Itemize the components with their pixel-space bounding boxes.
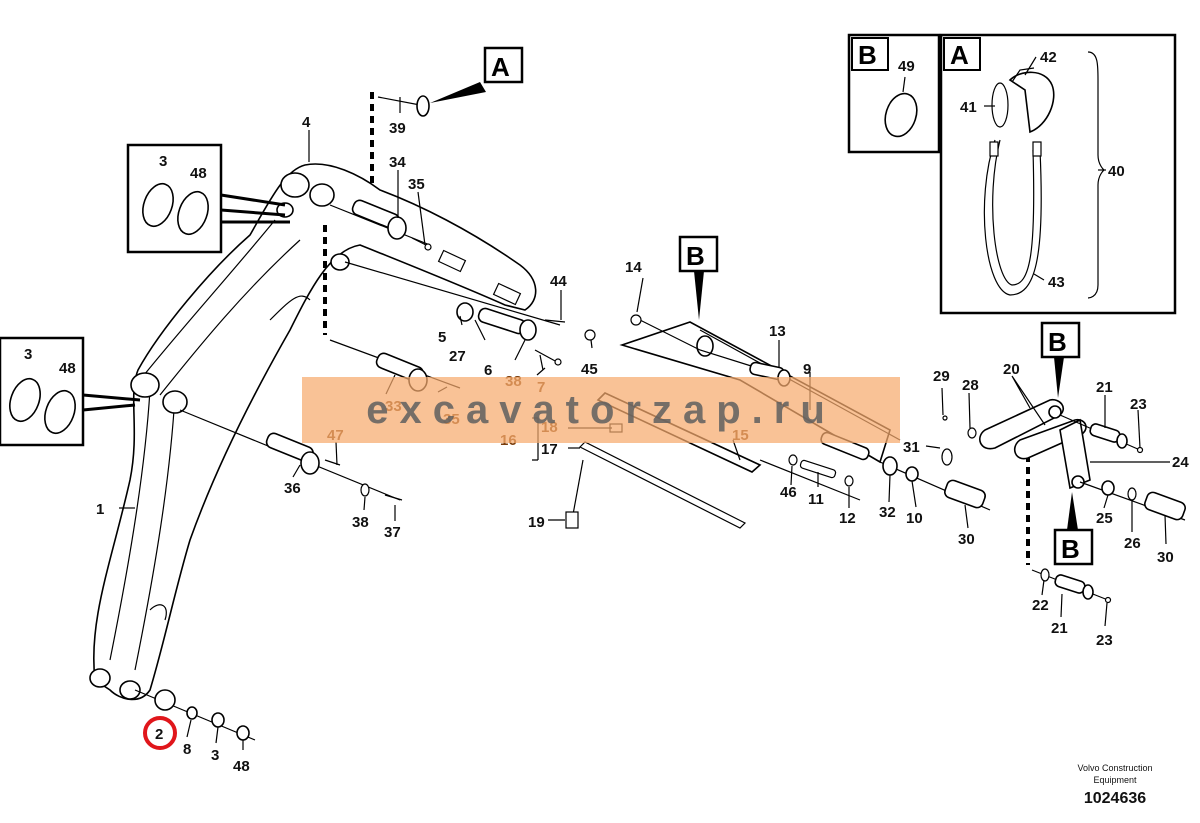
detail-box-b [847,33,941,154]
label-part-40: 40 [1108,163,1125,180]
label-part-37: 37 [384,524,401,541]
label-part-44: 44 [550,273,567,290]
detail-box-b-letter: B [858,40,877,70]
washer-callout-lower [0,336,141,447]
label-part-30-left: 30 [958,531,975,548]
label-part-9: 9 [803,361,811,378]
label-part-48-upper: 48 [190,165,207,182]
label-part-3-upper: 3 [159,153,167,170]
label-part-28: 28 [962,377,979,394]
callout-b-letter-3: B [1061,534,1080,564]
label-part-30-right: 30 [1157,549,1174,566]
label-part-41: 41 [960,99,977,116]
label-part-48-bottom: 48 [233,758,250,775]
callout-b-letter-2: B [1048,327,1067,357]
label-part-20: 20 [1003,361,1020,378]
document-number: 1024636 [1083,790,1147,807]
callout-b-link-bottom [1053,492,1094,566]
label-part-29: 29 [933,368,950,385]
label-part-43: 43 [1048,274,1065,291]
label-part-48-lower: 48 [59,360,76,377]
pin-assembly-foot [179,409,403,501]
detail-box-a [939,33,1177,315]
label-part-10: 10 [906,510,923,527]
callout-a-letter: A [491,52,510,82]
label-part-35-upper: 35 [408,176,425,193]
link-pin-assembly-left [879,448,991,511]
label-part-27: 27 [449,348,466,365]
label-part-3-bottom: 3 [211,747,219,764]
publisher-label: Volvo Construction Equipment [1077,763,1153,785]
label-part-25: 25 [1096,510,1113,527]
callout-a-main [430,46,524,103]
label-part-22: 22 [1032,597,1049,614]
label-part-3-lower: 3 [24,346,32,363]
callout-b-shield [678,235,719,320]
pin-assembly-mid [344,261,596,366]
label-part-8: 8 [183,741,191,758]
pin-assembly-upper [329,95,432,251]
label-part-32: 32 [879,504,896,521]
label-part-6: 6 [484,362,492,379]
watermark-band: excavatorzap.ru [302,377,900,443]
label-part-21-upper: 21 [1096,379,1113,396]
callout-b-link-top [1040,321,1081,398]
link-assembly [942,398,1186,604]
label-part-26: 26 [1124,535,1141,552]
label-part-31: 31 [903,439,920,456]
highlight-circle [143,716,177,750]
label-part-49: 49 [898,58,915,75]
label-part-39: 39 [389,120,406,137]
detail-box-a-letter: A [950,40,969,70]
label-part-11: 11 [808,491,824,508]
label-part-24: 24 [1172,454,1189,471]
watermark-text: excavatorzap.ru [366,388,836,432]
label-part-13: 13 [769,323,786,340]
label-part-42: 42 [1040,49,1057,66]
label-part-36: 36 [284,480,301,497]
label-part-1: 1 [96,501,104,518]
callout-b-letter-1: B [686,241,705,271]
label-part-19: 19 [528,514,545,531]
label-part-17: 17 [541,441,558,458]
label-part-23-upper: 23 [1130,396,1147,413]
label-part-38-lower: 38 [352,514,369,531]
label-part-21-lower: 21 [1051,620,1068,637]
label-part-12: 12 [839,510,856,527]
label-part-4: 4 [302,114,311,131]
label-part-5: 5 [438,329,446,346]
label-part-46: 46 [780,484,797,501]
label-part-14: 14 [625,259,642,276]
pin-assembly-bottom [134,689,256,741]
label-part-23-lower: 23 [1096,632,1113,649]
label-part-45: 45 [581,361,598,378]
label-part-34: 34 [389,154,406,171]
label-part-2: 2 [155,726,163,743]
washer-callout-upper [126,143,290,254]
